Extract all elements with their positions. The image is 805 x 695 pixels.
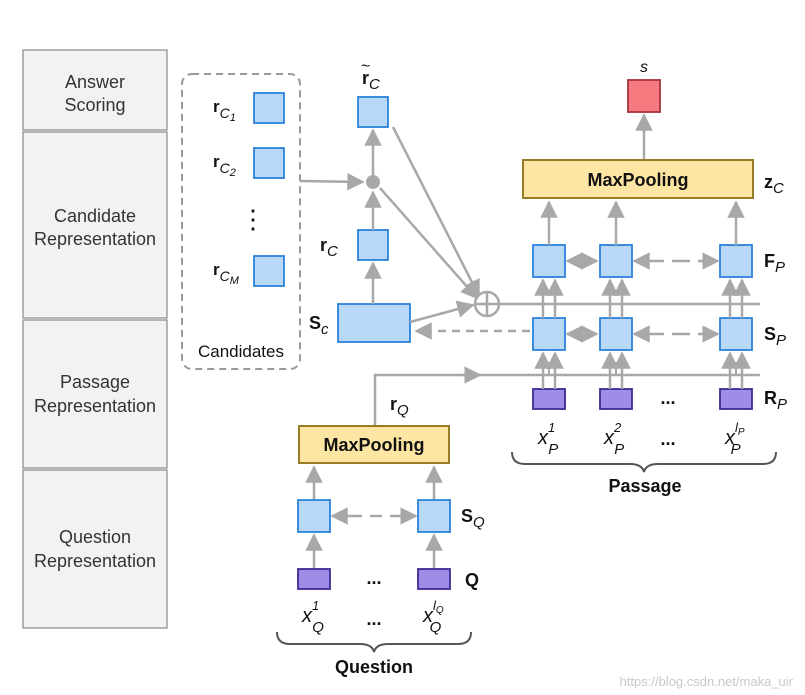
passage-title: Passage xyxy=(608,476,681,496)
s-p-label: SP xyxy=(764,324,786,349)
q-vector-2 xyxy=(417,568,451,590)
candidates-title: Candidates xyxy=(198,342,284,361)
s-p-vector-3 xyxy=(719,317,753,351)
candidate-representation-flow: rC ~ rC Sc xyxy=(299,58,760,343)
r-p-vector-2 xyxy=(599,388,633,410)
candidate-1-vector xyxy=(253,92,285,124)
candidate-2-label: rC2 xyxy=(213,152,236,179)
stage-passage-line2: Representation xyxy=(34,396,156,416)
maxpooling-question xyxy=(298,425,450,464)
r-c-label: rC xyxy=(320,235,338,260)
r-p-vector-1 xyxy=(532,388,566,410)
s-p-vector-2 xyxy=(599,317,633,351)
maxpooling-passage xyxy=(522,159,754,199)
s-q-vector-1 xyxy=(297,499,331,533)
s-q-vector-2 xyxy=(417,499,451,533)
x-q-ellipsis: ... xyxy=(366,609,381,629)
stage-passage-line1: Passage xyxy=(60,372,130,392)
r-tilde-vector xyxy=(357,96,389,128)
r-tilde-label: rC xyxy=(362,68,380,93)
r-p-ellipsis: ... xyxy=(660,388,675,408)
z-c-label: zC xyxy=(764,172,784,197)
stage-question-line1: Question xyxy=(59,527,131,547)
candidate-1-label: rC1 xyxy=(213,97,236,124)
stage-answer-scoring-line1: Answer xyxy=(65,72,125,92)
score-label: s xyxy=(640,59,648,76)
f-p-vector-2 xyxy=(599,244,633,278)
candidate-m-vector xyxy=(253,255,285,287)
x-p-ellipsis: ... xyxy=(660,429,675,449)
q-ellipsis: ... xyxy=(366,568,381,588)
tilde-mark: ~ xyxy=(361,58,370,75)
s-p-vector-1 xyxy=(532,317,566,351)
stage-answer-scoring-line2: Scoring xyxy=(64,95,125,115)
candidate-2-vector xyxy=(253,147,285,179)
f-p-vector-1 xyxy=(532,244,566,278)
r-q-label: rQ xyxy=(390,394,409,419)
s-c-label: Sc xyxy=(309,313,329,338)
q-vector-1 xyxy=(297,568,331,590)
stage-question-line2: Representation xyxy=(34,551,156,571)
f-p-label: FP xyxy=(764,251,785,276)
s-q-label: SQ xyxy=(461,506,485,531)
s-c-vector xyxy=(337,303,411,343)
candidates-group: rC1 rC2 rCM ⋮ Candidates xyxy=(181,73,301,370)
passage-representation-flow: s MaxPooling zC FP SP xyxy=(373,59,787,496)
candidate-vdots: ⋮ xyxy=(240,204,266,234)
stage-candidate-line1: Candidate xyxy=(54,206,136,226)
stage-candidate-line2: Representation xyxy=(34,229,156,249)
watermark: https://blog.csdn.net/maka_uir xyxy=(620,674,794,689)
stage-panel: Answer Scoring Candidate Representation … xyxy=(22,49,168,629)
r-c-vector xyxy=(357,229,389,261)
attention-node xyxy=(366,175,380,189)
maxpooling-question-label: MaxPooling xyxy=(323,435,424,455)
r-p-vector-3 xyxy=(719,388,753,410)
r-p-label: RP xyxy=(764,388,787,413)
score-output xyxy=(627,79,661,113)
candidate-m-label: rCM xyxy=(213,260,240,287)
f-p-vector-3 xyxy=(719,244,753,278)
q-label: Q xyxy=(465,570,479,590)
maxpooling-passage-label: MaxPooling xyxy=(587,170,688,190)
question-title: Question xyxy=(335,657,413,677)
